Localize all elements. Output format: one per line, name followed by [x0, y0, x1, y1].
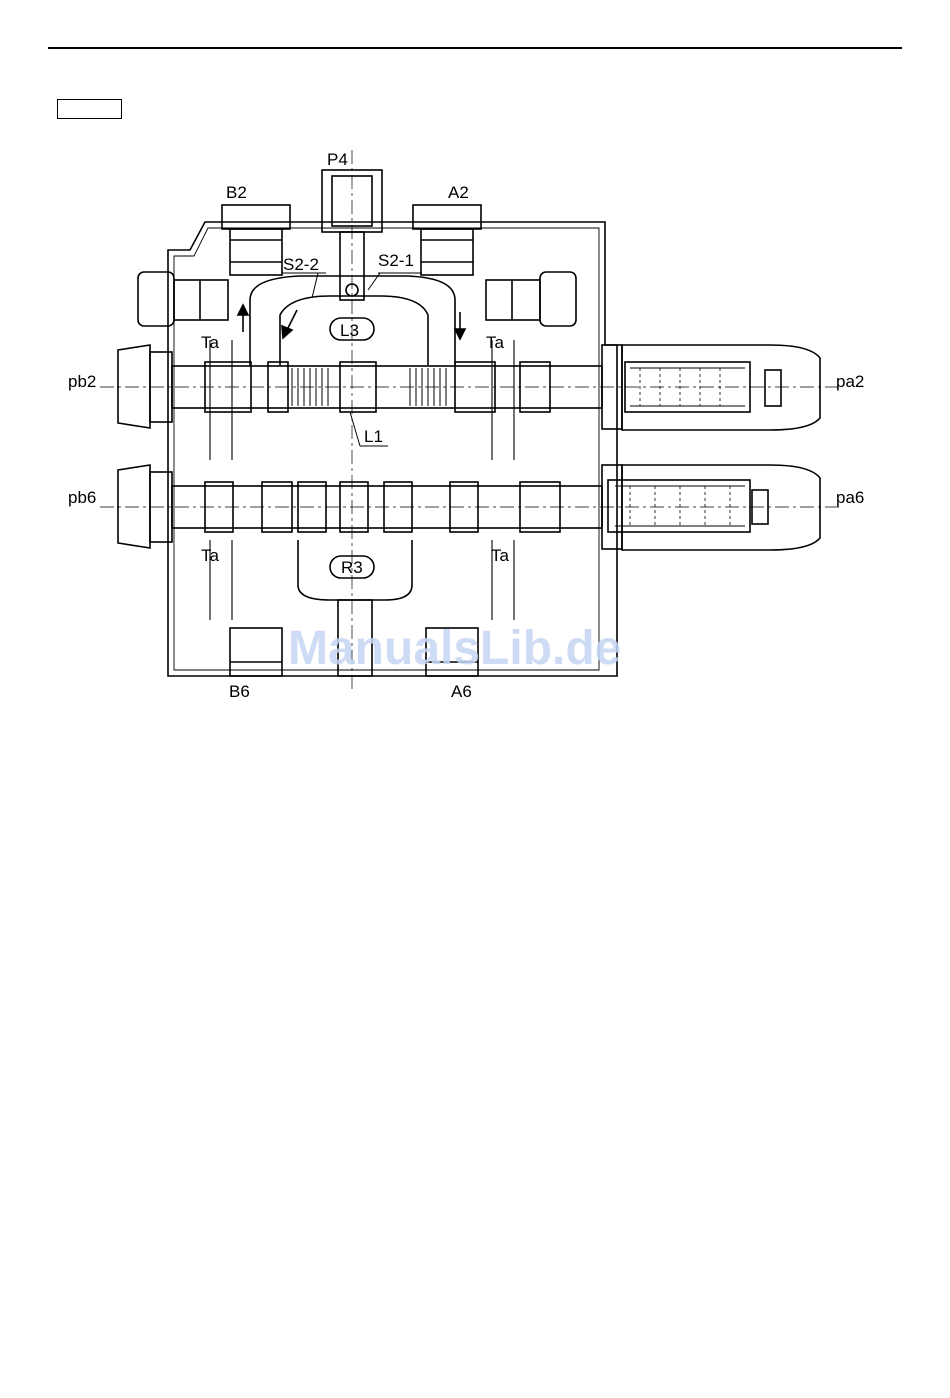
- plug-left: [138, 272, 228, 326]
- spool-upper: [118, 345, 820, 430]
- label-b2: B2: [226, 183, 247, 202]
- label-ta-lower-left: Ta: [201, 546, 220, 565]
- valve-body: [168, 222, 617, 676]
- label-b6: B6: [229, 682, 250, 701]
- body-inner-outline: [174, 228, 599, 670]
- passage-l3-inner: [250, 296, 428, 365]
- port-b2: [222, 205, 290, 275]
- label-ta-upper-left: Ta: [201, 333, 220, 352]
- port-b6: [230, 628, 282, 676]
- port-a2: [413, 205, 481, 275]
- spool-lower: [118, 465, 820, 550]
- label-pa6: pa6: [836, 488, 864, 507]
- label-ta-lower-right: Ta: [491, 546, 510, 565]
- label-pb6: pb6: [68, 488, 96, 507]
- label-l1: L1: [364, 427, 383, 446]
- label-ta-upper-right: Ta: [486, 333, 505, 352]
- label-r3: R3: [341, 558, 363, 577]
- label-s2-1: S2-1: [378, 251, 414, 270]
- label-pa2: pa2: [836, 372, 864, 391]
- label-l3: L3: [340, 321, 359, 340]
- label-a6: A6: [451, 682, 472, 701]
- label-a2: A2: [448, 183, 469, 202]
- label-pb2: pb2: [68, 372, 96, 391]
- label-p4: P4: [327, 150, 348, 169]
- watermark: ManualsLib.de: [288, 622, 621, 675]
- label-s2-2: S2-2: [283, 255, 319, 274]
- plug-right: [486, 272, 576, 326]
